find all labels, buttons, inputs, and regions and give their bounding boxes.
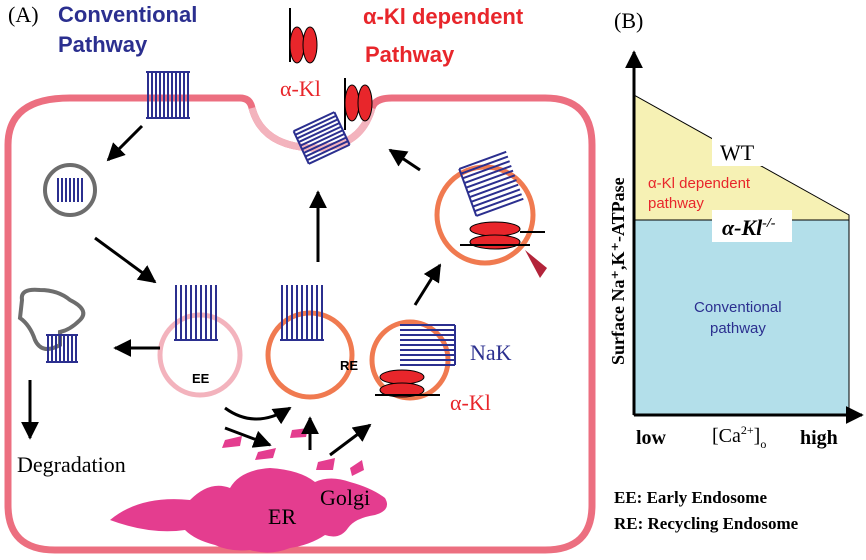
nak-akl-vesicle-upper: [434, 150, 547, 278]
akl-label-bottom: α-Kl: [450, 390, 491, 415]
early-endosome: [157, 285, 243, 398]
alpha-kl-external: [289, 8, 318, 64]
knockout-label-text: α-Kl-/-: [722, 215, 776, 240]
membrane-invagination: [248, 106, 376, 152]
conventional-l1: Conventional: [694, 299, 782, 316]
nak-pump-membrane: [146, 71, 190, 119]
panel-a-label: (A): [8, 2, 39, 27]
golgi-label: Golgi: [320, 485, 370, 510]
conventional-region: [633, 219, 850, 416]
alpha-kl-membrane: [344, 78, 373, 130]
wt-label: WT: [720, 140, 755, 165]
ee-label: EE: [192, 371, 210, 386]
x-mid: [Ca2+]o: [712, 423, 766, 451]
degradation-compartment: [17, 287, 86, 363]
wt-label-bg: [712, 136, 772, 166]
endocytic-vesicle: [43, 163, 97, 217]
x-low: low: [636, 427, 667, 449]
conventional-title-l2: Pathway: [58, 32, 148, 57]
recycling-endosome: [265, 285, 355, 400]
pathway-arrows: [21, 124, 442, 457]
degradation-label: Degradation: [17, 452, 126, 477]
conventional-l2: pathway: [710, 320, 766, 337]
re-label: RE: [340, 358, 358, 373]
nak-invagination: [292, 111, 351, 165]
er-label: ER: [268, 504, 296, 529]
akl-label-top: α-Kl: [280, 76, 321, 101]
surface-chart: [625, 50, 864, 424]
y-axis-label: Surface Na⁺,K⁺-ATPase: [608, 177, 628, 365]
knockout-label-bg: [712, 210, 792, 242]
legend-ee: EE: Early Endosome: [614, 488, 767, 507]
x-high: high: [800, 427, 838, 449]
er-golgi: [110, 428, 388, 553]
akl-pathway-l1: α-Kl dependent: [648, 175, 751, 192]
nak-label: NaK: [470, 340, 512, 365]
akl-title-l1: α-Kl dependent: [363, 4, 524, 29]
akl-pathway-l2: pathway: [648, 195, 704, 212]
nak-akl-vesicle: [369, 319, 456, 401]
legend-re: RE: Recycling Endosome: [614, 514, 799, 533]
conventional-title-l1: Conventional: [58, 2, 197, 27]
panel-b-label: (B): [614, 8, 643, 33]
akl-title-l2: Pathway: [365, 42, 455, 67]
